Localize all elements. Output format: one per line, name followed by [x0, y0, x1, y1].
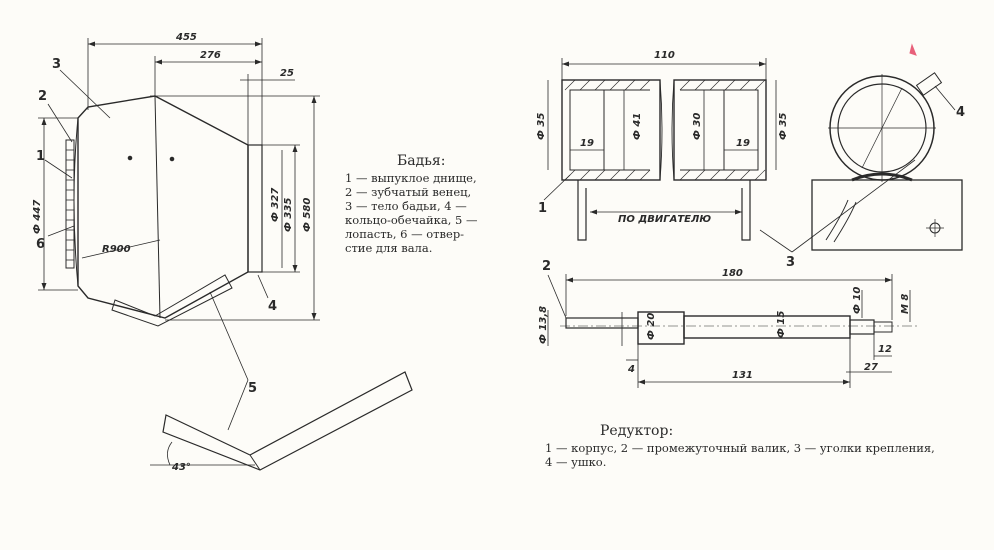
reducer-legend-line: 1 — корпус, 2 — промежуточный валик, 3 —…: [545, 441, 935, 455]
gear-rim: [65, 139, 75, 269]
dim-m8: М 8: [900, 294, 911, 314]
dim-d138: Ф 13,8: [538, 306, 549, 344]
reducer-part-2: 2: [542, 259, 551, 274]
dim-d20: Ф 20: [646, 313, 657, 340]
dim-4: 4: [627, 364, 635, 375]
bucket-legend-line: 2 — зубчатый венец,: [345, 185, 472, 199]
bucket-part-2: 2: [38, 89, 47, 104]
reducer-part-4: 4: [956, 105, 965, 120]
dim-131: 131: [732, 370, 753, 381]
dim-d15: Ф 15: [776, 311, 787, 338]
dim-12: 12: [878, 344, 892, 355]
reducer-legend-title: Редуктор:: [600, 423, 674, 439]
dim-25: 25: [280, 68, 294, 79]
reducer-part-3: 3: [786, 255, 795, 270]
bucket-legend: Бадья: 1 — выпуклое днище, 2 — зубчатый …: [345, 154, 505, 255]
dim-d10: Ф 10: [852, 287, 863, 314]
dim-d41: Ф 41: [632, 113, 643, 140]
blade-detail: [162, 371, 413, 471]
bucket-part-5: 5: [248, 381, 257, 396]
dim-180: 180: [722, 268, 743, 279]
dim-27: 27: [864, 362, 878, 373]
reducer-legend-line: 4 — ушко.: [545, 455, 607, 469]
intermediate-shaft-drawing: [547, 274, 920, 388]
bucket-legend-line: 1 — выпуклое днище,: [345, 171, 477, 185]
dim-19-left: 19: [580, 138, 594, 149]
reducer-side-view: [811, 43, 963, 251]
ring-shell: [247, 144, 263, 273]
bucket-legend-line: 3 — тело бадьи, 4 —: [345, 199, 467, 213]
dim-d327: Ф 327: [270, 188, 281, 222]
dim-d580: Ф 580: [302, 198, 313, 232]
bucket-part-6: 6: [36, 237, 45, 252]
bucket-legend-line: стие для вала.: [345, 241, 433, 255]
dim-d35-left: Ф 35: [536, 113, 547, 140]
dim-455: 455: [175, 32, 197, 43]
bucket-part-4: 4: [268, 299, 277, 314]
dim-d35-right: Ф 35: [778, 113, 789, 140]
bucket-drawing: [38, 38, 413, 471]
dim-d447: Ф 447: [32, 200, 43, 234]
bucket-part-3: 3: [52, 57, 61, 72]
bucket-legend-title: Бадья:: [397, 153, 446, 169]
marker-arrow-icon: [909, 43, 917, 56]
blade-on-body: [111, 274, 233, 327]
dim-angle: 43°: [171, 462, 191, 473]
bucket-body-outline: [77, 95, 249, 319]
bucket-legend-line: кольцо-обечайка, 5 —: [345, 213, 478, 227]
dim-110: 110: [654, 50, 675, 61]
reducer-housing-drawing: [543, 58, 916, 253]
dim-r900: R900: [102, 244, 131, 255]
dim-d30: Ф 30: [692, 113, 703, 140]
dim-19-right: 19: [736, 138, 750, 149]
reducer-part-1: 1: [538, 201, 547, 216]
motor-label: ПО ДВИГАТЕЛЮ: [618, 214, 711, 225]
reducer-legend: Редуктор: 1 — корпус, 2 — промежуточный …: [545, 424, 985, 469]
bucket-legend-line: лопасть, 6 — отвер-: [345, 227, 465, 241]
dim-d335: Ф 335: [283, 198, 294, 232]
dim-276: 276: [200, 50, 221, 61]
bucket-part-1: 1: [36, 149, 45, 164]
